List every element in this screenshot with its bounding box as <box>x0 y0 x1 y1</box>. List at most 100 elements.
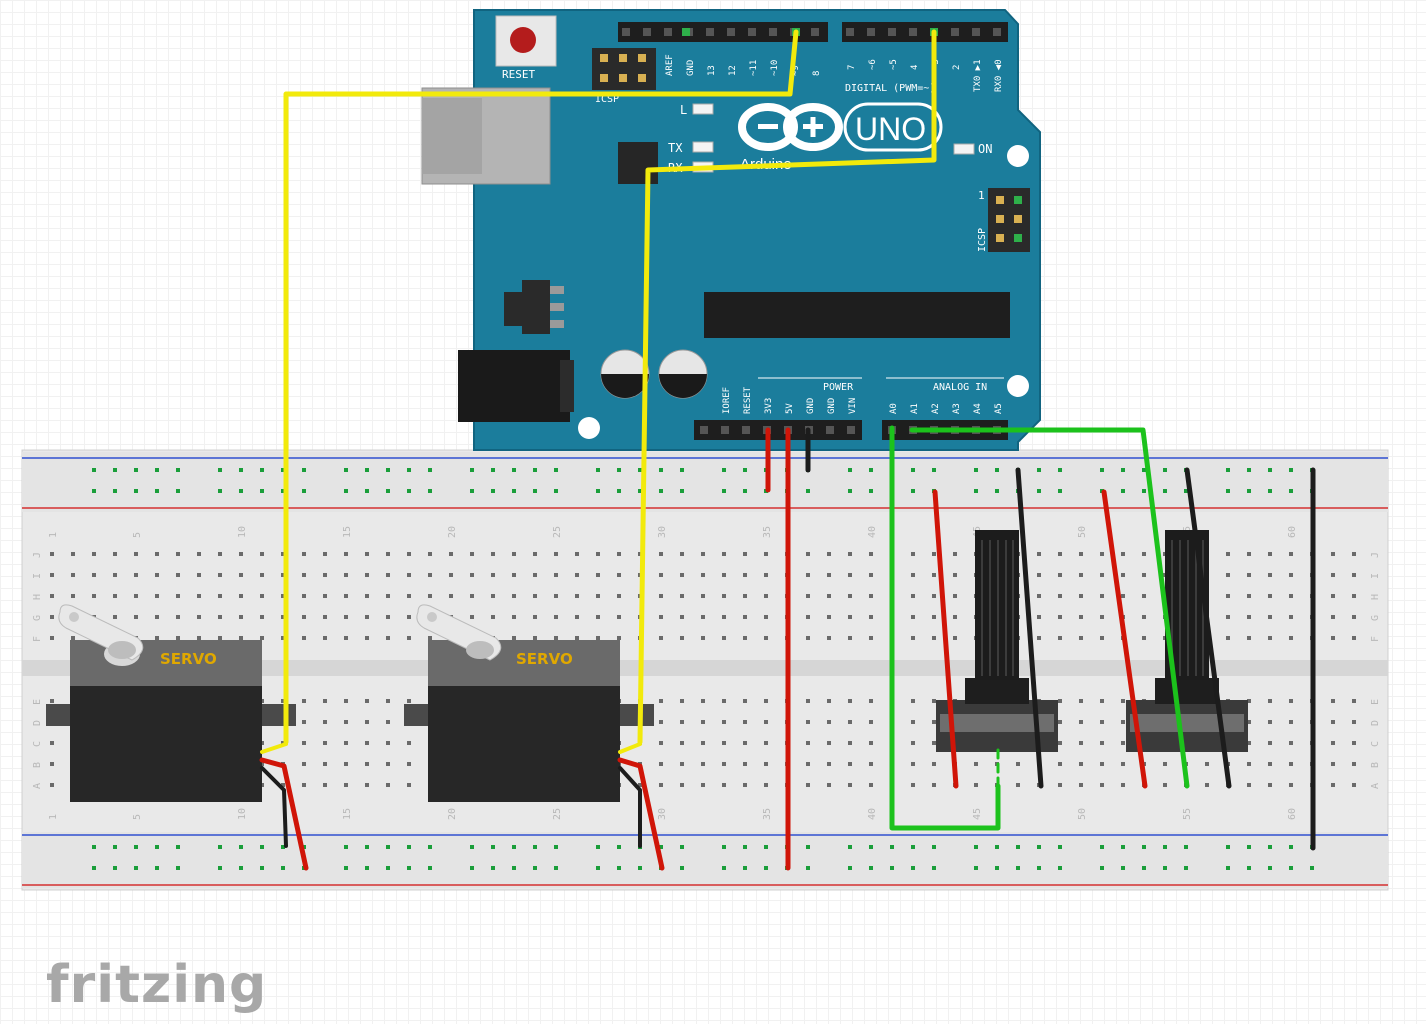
terminal-hole <box>71 594 75 598</box>
terminal-hole <box>827 594 831 598</box>
terminal-hole <box>680 573 684 577</box>
terminal-hole <box>932 720 936 724</box>
terminal-hole <box>764 783 768 787</box>
terminal-hole <box>239 615 243 619</box>
terminal-hole <box>764 741 768 745</box>
terminal-hole <box>302 720 306 724</box>
terminal-hole <box>260 636 264 640</box>
terminal-hole <box>701 636 705 640</box>
pin-socket <box>742 426 750 434</box>
terminal-hole <box>491 573 495 577</box>
digital-pin-label: 8 <box>812 71 822 76</box>
terminal-hole <box>281 636 285 640</box>
rail-hole <box>533 489 537 493</box>
column-number-top: 60 <box>1287 526 1298 538</box>
rail-hole <box>155 489 159 493</box>
rail-hole <box>239 468 243 472</box>
rail-hole <box>134 468 138 472</box>
board-pcb <box>473 9 1041 451</box>
terminal-hole <box>407 594 411 598</box>
rail-hole <box>596 468 600 472</box>
terminal-hole <box>722 720 726 724</box>
terminal-hole <box>407 762 411 766</box>
column-number-bottom: 55 <box>1182 808 1193 820</box>
digital-header-right <box>842 22 1008 42</box>
terminal-hole <box>1352 615 1356 619</box>
rail-hole <box>176 866 180 870</box>
terminal-hole <box>1289 741 1293 745</box>
mounting-hole <box>1007 375 1029 397</box>
terminal-hole <box>218 552 222 556</box>
rail-hole <box>1037 866 1041 870</box>
reset-button-cap[interactable] <box>510 27 536 53</box>
terminal-hole <box>932 741 936 745</box>
icsp-2-label: ICSP <box>977 228 988 252</box>
terminal-hole <box>533 552 537 556</box>
rail-hole <box>974 468 978 472</box>
led-tx-label: TX <box>668 141 683 155</box>
terminal-hole <box>1331 699 1335 703</box>
terminal-hole <box>680 636 684 640</box>
terminal-hole <box>176 594 180 598</box>
terminal-hole <box>1247 636 1251 640</box>
pin-socket <box>847 426 855 434</box>
terminal-hole <box>365 699 369 703</box>
rail-hole <box>1142 866 1146 870</box>
analog-pin-label: A2 <box>931 403 941 414</box>
rail-hole <box>1100 468 1104 472</box>
terminal-hole <box>764 699 768 703</box>
terminal-hole <box>218 615 222 619</box>
rail-hole <box>890 845 894 849</box>
terminal-hole <box>1226 573 1230 577</box>
terminal-hole <box>1247 615 1251 619</box>
led-on <box>953 143 975 155</box>
terminal-hole <box>386 636 390 640</box>
servo-label: SERVO <box>516 650 573 668</box>
terminal-hole <box>680 741 684 745</box>
terminal-hole <box>1268 699 1272 703</box>
terminal-hole <box>911 699 915 703</box>
terminal-hole <box>344 762 348 766</box>
terminal-hole <box>1142 552 1146 556</box>
terminal-hole <box>1100 594 1104 598</box>
terminal-hole <box>1289 636 1293 640</box>
analog-header-label: ANALOG IN <box>933 382 987 393</box>
terminal-hole <box>1205 762 1209 766</box>
rail-holes <box>92 468 1314 870</box>
terminal-hole <box>512 552 516 556</box>
rail-hole <box>1268 489 1272 493</box>
column-number-bottom: 30 <box>657 808 668 820</box>
pin-socket-used <box>682 28 690 36</box>
rail-hole <box>1163 468 1167 472</box>
row-letter: C <box>1370 741 1381 747</box>
rail-hole <box>1289 468 1293 472</box>
atmega-chip <box>704 292 1010 338</box>
pin-socket <box>748 28 756 36</box>
terminal-hole <box>50 762 54 766</box>
voltage-regulator-tab <box>504 292 522 326</box>
rail-hole <box>1226 845 1230 849</box>
yellow-wire-servo2-pin3 <box>637 29 937 745</box>
power-header <box>694 420 862 440</box>
terminal-hole <box>764 552 768 556</box>
rail-hole <box>743 489 747 493</box>
terminal-hole <box>806 615 810 619</box>
servo-body <box>70 672 262 802</box>
terminal-hole <box>239 552 243 556</box>
terminal-hole <box>344 615 348 619</box>
terminal-hole <box>176 552 180 556</box>
terminal-hole <box>50 636 54 640</box>
servo-top <box>70 640 262 686</box>
terminal-hole <box>113 594 117 598</box>
terminal-hole <box>638 783 642 787</box>
terminal-hole <box>617 573 621 577</box>
row-letter: I <box>32 573 43 579</box>
rail-hole <box>365 489 369 493</box>
terminal-hole <box>386 783 390 787</box>
terminal-hole <box>659 573 663 577</box>
rail-hole <box>722 845 726 849</box>
terminal-hole <box>869 699 873 703</box>
terminal-hole <box>1037 573 1041 577</box>
rail-hole <box>155 468 159 472</box>
rail-hole <box>428 468 432 472</box>
